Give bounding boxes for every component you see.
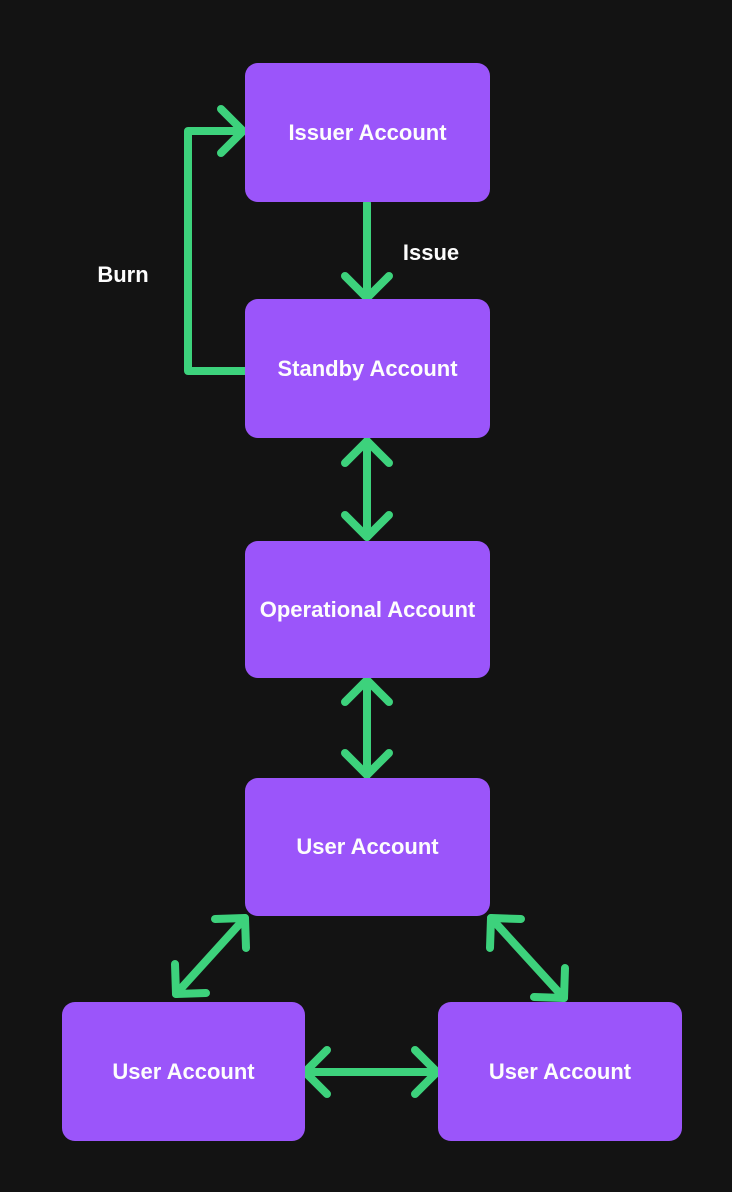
node-user-account-right: User Account <box>438 1002 682 1141</box>
node-operational-account: Operational Account <box>245 541 490 678</box>
issue-arrow-head <box>341 272 393 302</box>
user-user-horizontal-arrow-head-right <box>411 1046 441 1098</box>
burn-arrow <box>184 105 249 375</box>
node-user-account-left-label: User Account <box>112 1058 255 1084</box>
standby-operational-arrow <box>341 437 393 541</box>
node-standby-account-label: Standby Account <box>277 355 458 381</box>
node-issuer-account-label: Issuer Account <box>288 119 447 145</box>
node-operational-account-label: Operational Account <box>259 596 476 622</box>
node-standby-account: Standby Account <box>245 299 490 438</box>
operational-user-arrow <box>341 676 393 779</box>
burn-edge-label: Burn <box>97 262 149 287</box>
node-user-account-left: User Account <box>62 1002 305 1141</box>
user-left-diagonal-arrow-head-top <box>211 914 250 952</box>
burn-arrow-head <box>217 105 247 157</box>
node-issuer-account: Issuer Account <box>245 63 490 202</box>
user-user-horizontal-arrow <box>301 1046 441 1098</box>
user-right-diagonal-arrow <box>486 914 569 1002</box>
user-right-diagonal-arrow-head-bottom <box>530 964 569 1002</box>
issue-edge-label: Issue <box>402 240 460 265</box>
node-user-account-middle: User Account <box>245 778 490 916</box>
user-left-diagonal-arrow-head-bottom <box>171 960 210 998</box>
user-left-diagonal-arrow-shaft <box>172 914 249 998</box>
standby-operational-arrow-head-top <box>341 437 393 467</box>
node-user-account-middle-label: User Account <box>296 834 439 859</box>
burn-arrow-shaft <box>184 127 249 375</box>
user-right-diagonal-arrow-head-top <box>486 914 525 952</box>
user-right-diagonal-arrow-shaft <box>487 914 568 1002</box>
user-user-horizontal-arrow-head-left <box>301 1046 331 1098</box>
node-user-account-right-label: User Account <box>488 1058 632 1084</box>
standby-operational-arrow-head-bottom <box>341 511 393 541</box>
operational-user-arrow-head-top <box>341 676 393 706</box>
operational-user-arrow-head-bottom <box>341 749 393 779</box>
issue-arrow <box>341 199 393 302</box>
user-left-diagonal-arrow <box>171 914 250 998</box>
